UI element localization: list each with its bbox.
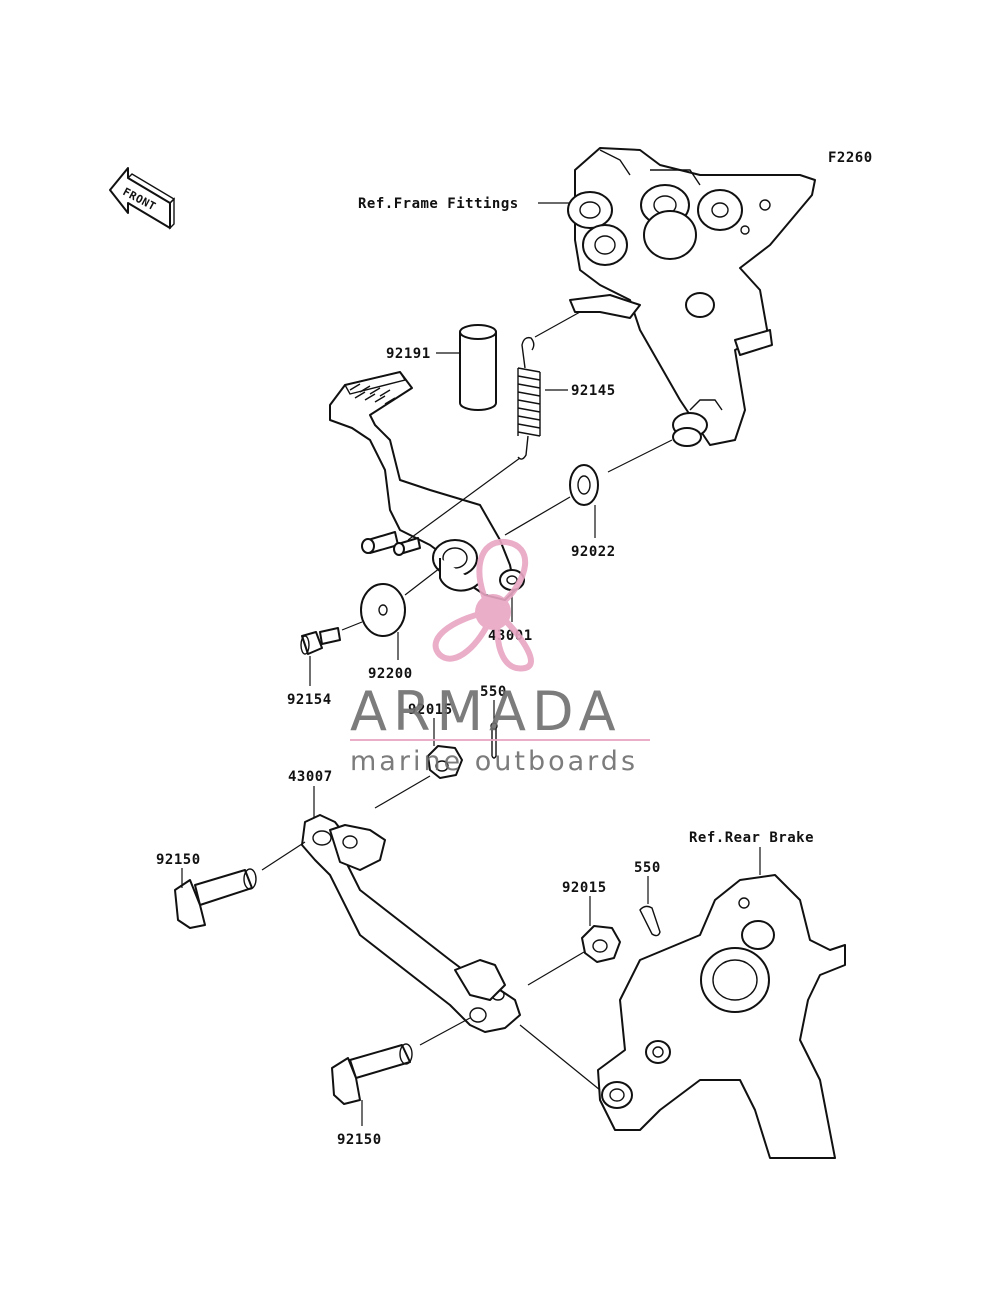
bolt-part-92154 <box>300 627 341 655</box>
part-label-92191: 92191 <box>386 346 431 362</box>
watermark-tagline: marine outboards <box>350 746 638 777</box>
nut-part-92015-lower <box>581 925 621 963</box>
ref-rear-brake-label: Ref.Rear Brake <box>689 830 814 846</box>
part-label-92015-lower: 92015 <box>562 880 607 896</box>
part-label-550-lower: 550 <box>634 860 661 876</box>
ref-frame-fittings-label: Ref.Frame Fittings <box>358 196 519 212</box>
armada-watermark: ARMADA marine outboards <box>350 538 650 777</box>
part-label-550-upper: 550 <box>480 684 507 700</box>
part-label-92200: 92200 <box>368 666 413 682</box>
part-label-92150-lower: 92150 <box>337 1132 382 1148</box>
assembly-guide-lines <box>261 311 673 1091</box>
cotter-pin-part-550-upper <box>490 722 498 759</box>
front-arrow-icon: FRONT <box>109 167 176 230</box>
part-label-92015-upper: 92015 <box>408 702 453 718</box>
part-label-43007: 43007 <box>288 769 333 785</box>
washer-part-92200 <box>360 583 406 637</box>
figure-code: F2260 <box>828 150 873 166</box>
part-label-92150-upper: 92150 <box>156 852 201 868</box>
propeller-logo-icon <box>432 538 534 672</box>
washer-part-92022 <box>569 464 599 506</box>
rear-brake-part <box>597 874 846 1159</box>
brake-rod-part-43007 <box>301 814 521 1033</box>
part-label-92145: 92145 <box>571 383 616 399</box>
bolt-part-92150-upper <box>174 868 257 929</box>
frame-fittings-part <box>567 147 816 447</box>
part-label-92154: 92154 <box>287 692 332 708</box>
watermark-brand: ARMADA <box>350 680 622 743</box>
nut-part-92015-upper <box>427 745 463 779</box>
bolt-part-92150-lower <box>331 1043 413 1105</box>
cotter-pin-part-550-lower <box>639 905 661 937</box>
sleeve-part-92191 <box>459 324 497 411</box>
spring-part-92145 <box>517 336 541 460</box>
part-label-92022: 92022 <box>571 544 616 560</box>
